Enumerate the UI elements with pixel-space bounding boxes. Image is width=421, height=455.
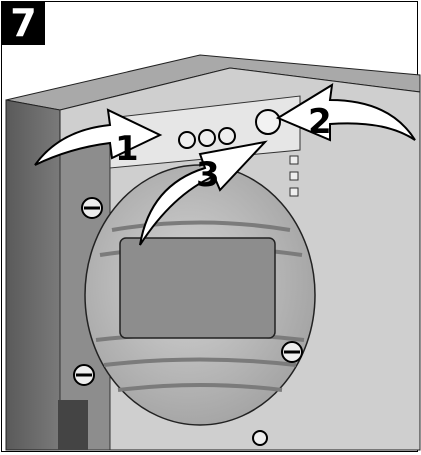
open-button-icon [256, 110, 280, 134]
side-indicator-icons [290, 156, 298, 196]
jack-icon [253, 431, 267, 445]
door-window [120, 238, 275, 338]
knob-icon [179, 132, 195, 148]
callout-2-label: 2 [308, 102, 332, 142]
knob-icon [219, 128, 235, 144]
callout-3-label: 3 [196, 155, 220, 195]
step-number-badge: 7 [2, 2, 45, 45]
callout-1-label: 1 [115, 129, 139, 169]
lower-left-panel [58, 400, 88, 450]
knob-icon [199, 130, 215, 146]
